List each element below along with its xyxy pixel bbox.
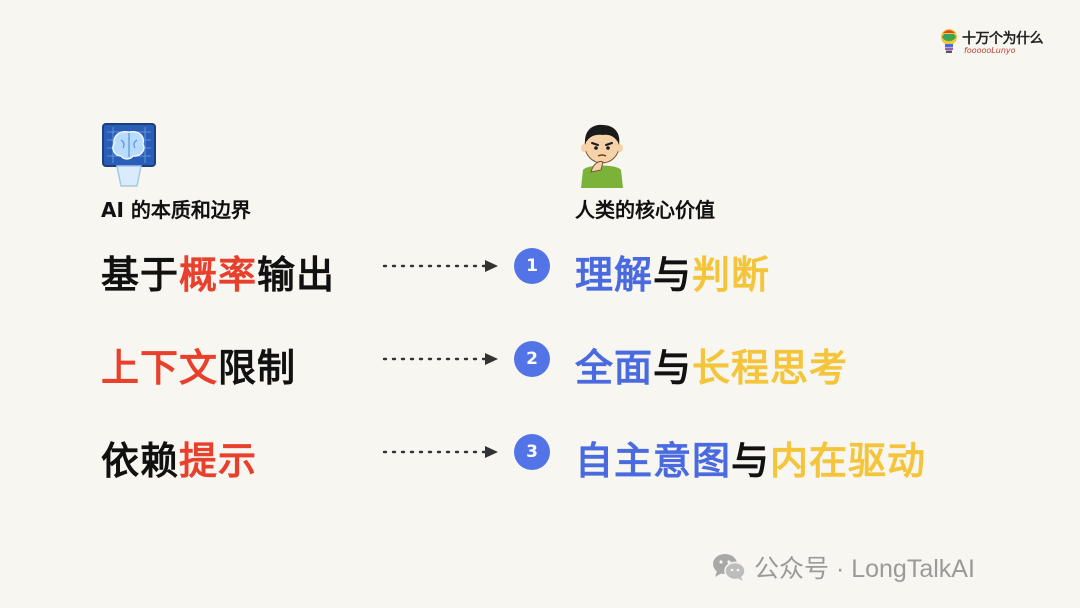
row-3-left-seg-2: 提示 <box>179 439 258 483</box>
row-3-dotted-arrow <box>382 446 498 458</box>
thinking-person-icon <box>581 124 623 188</box>
footer-account-text: 公众号 · LongTalkAI <box>754 555 975 583</box>
row-2-left-text: 上下文限制 <box>101 337 296 392</box>
row-3-right-seg-2: 与 <box>731 439 771 483</box>
row-1-right-seg-3: 判断 <box>692 253 771 297</box>
row-1-right-text: 理解与判断 <box>575 244 770 299</box>
logo-name: 十万个为什么 <box>962 31 1044 47</box>
row-3-right-text: 自主意图与内在驱动 <box>575 430 926 485</box>
row-2-dotted-arrow <box>382 353 498 365</box>
row-1-number-badge: 1 <box>514 248 550 284</box>
wechat-icon <box>713 554 746 581</box>
row-2-left-seg-1: 上下文 <box>101 346 219 390</box>
row-1-left-seg-1: 基于 <box>101 253 180 297</box>
row-1-left-seg-2: 概率 <box>179 253 258 297</box>
row-2-left-seg-2: 限制 <box>218 346 297 390</box>
ai-brain-icon <box>102 123 156 187</box>
footer-watermark: 公众号 · LongTalkAI <box>712 550 975 584</box>
row-1-left-text: 基于概率输出 <box>101 244 335 299</box>
row-1-dotted-arrow <box>382 260 498 272</box>
row-1-left-seg-3: 输出 <box>257 253 336 297</box>
right-column-title: 人类的核心价值 <box>575 198 715 222</box>
row-3-left-seg-1: 依赖 <box>101 439 180 483</box>
lightbulb-icon <box>941 29 957 53</box>
logo-tagline: foooooLunyo <box>964 46 1016 55</box>
row-3-right-seg-3: 内在驱动 <box>770 439 927 483</box>
row-1-right-seg-1: 理解 <box>575 253 654 297</box>
left-column-title: AI 的本质和边界 <box>101 198 251 222</box>
row-3-right-seg-1: 自主意图 <box>575 439 732 483</box>
row-2-right-seg-3: 长程思考 <box>692 346 849 390</box>
brand-logo: 十万个为什么 foooooLunyo <box>940 26 1050 58</box>
row-3-number-badge: 3 <box>514 434 550 470</box>
row-2-right-seg-2: 与 <box>653 346 693 390</box>
row-2-right-seg-1: 全面 <box>575 346 654 390</box>
row-3-left-text: 依赖提示 <box>101 430 257 485</box>
row-1-right-seg-2: 与 <box>653 253 693 297</box>
row-2-right-text: 全面与长程思考 <box>575 337 848 392</box>
row-2-number-badge: 2 <box>514 341 550 377</box>
